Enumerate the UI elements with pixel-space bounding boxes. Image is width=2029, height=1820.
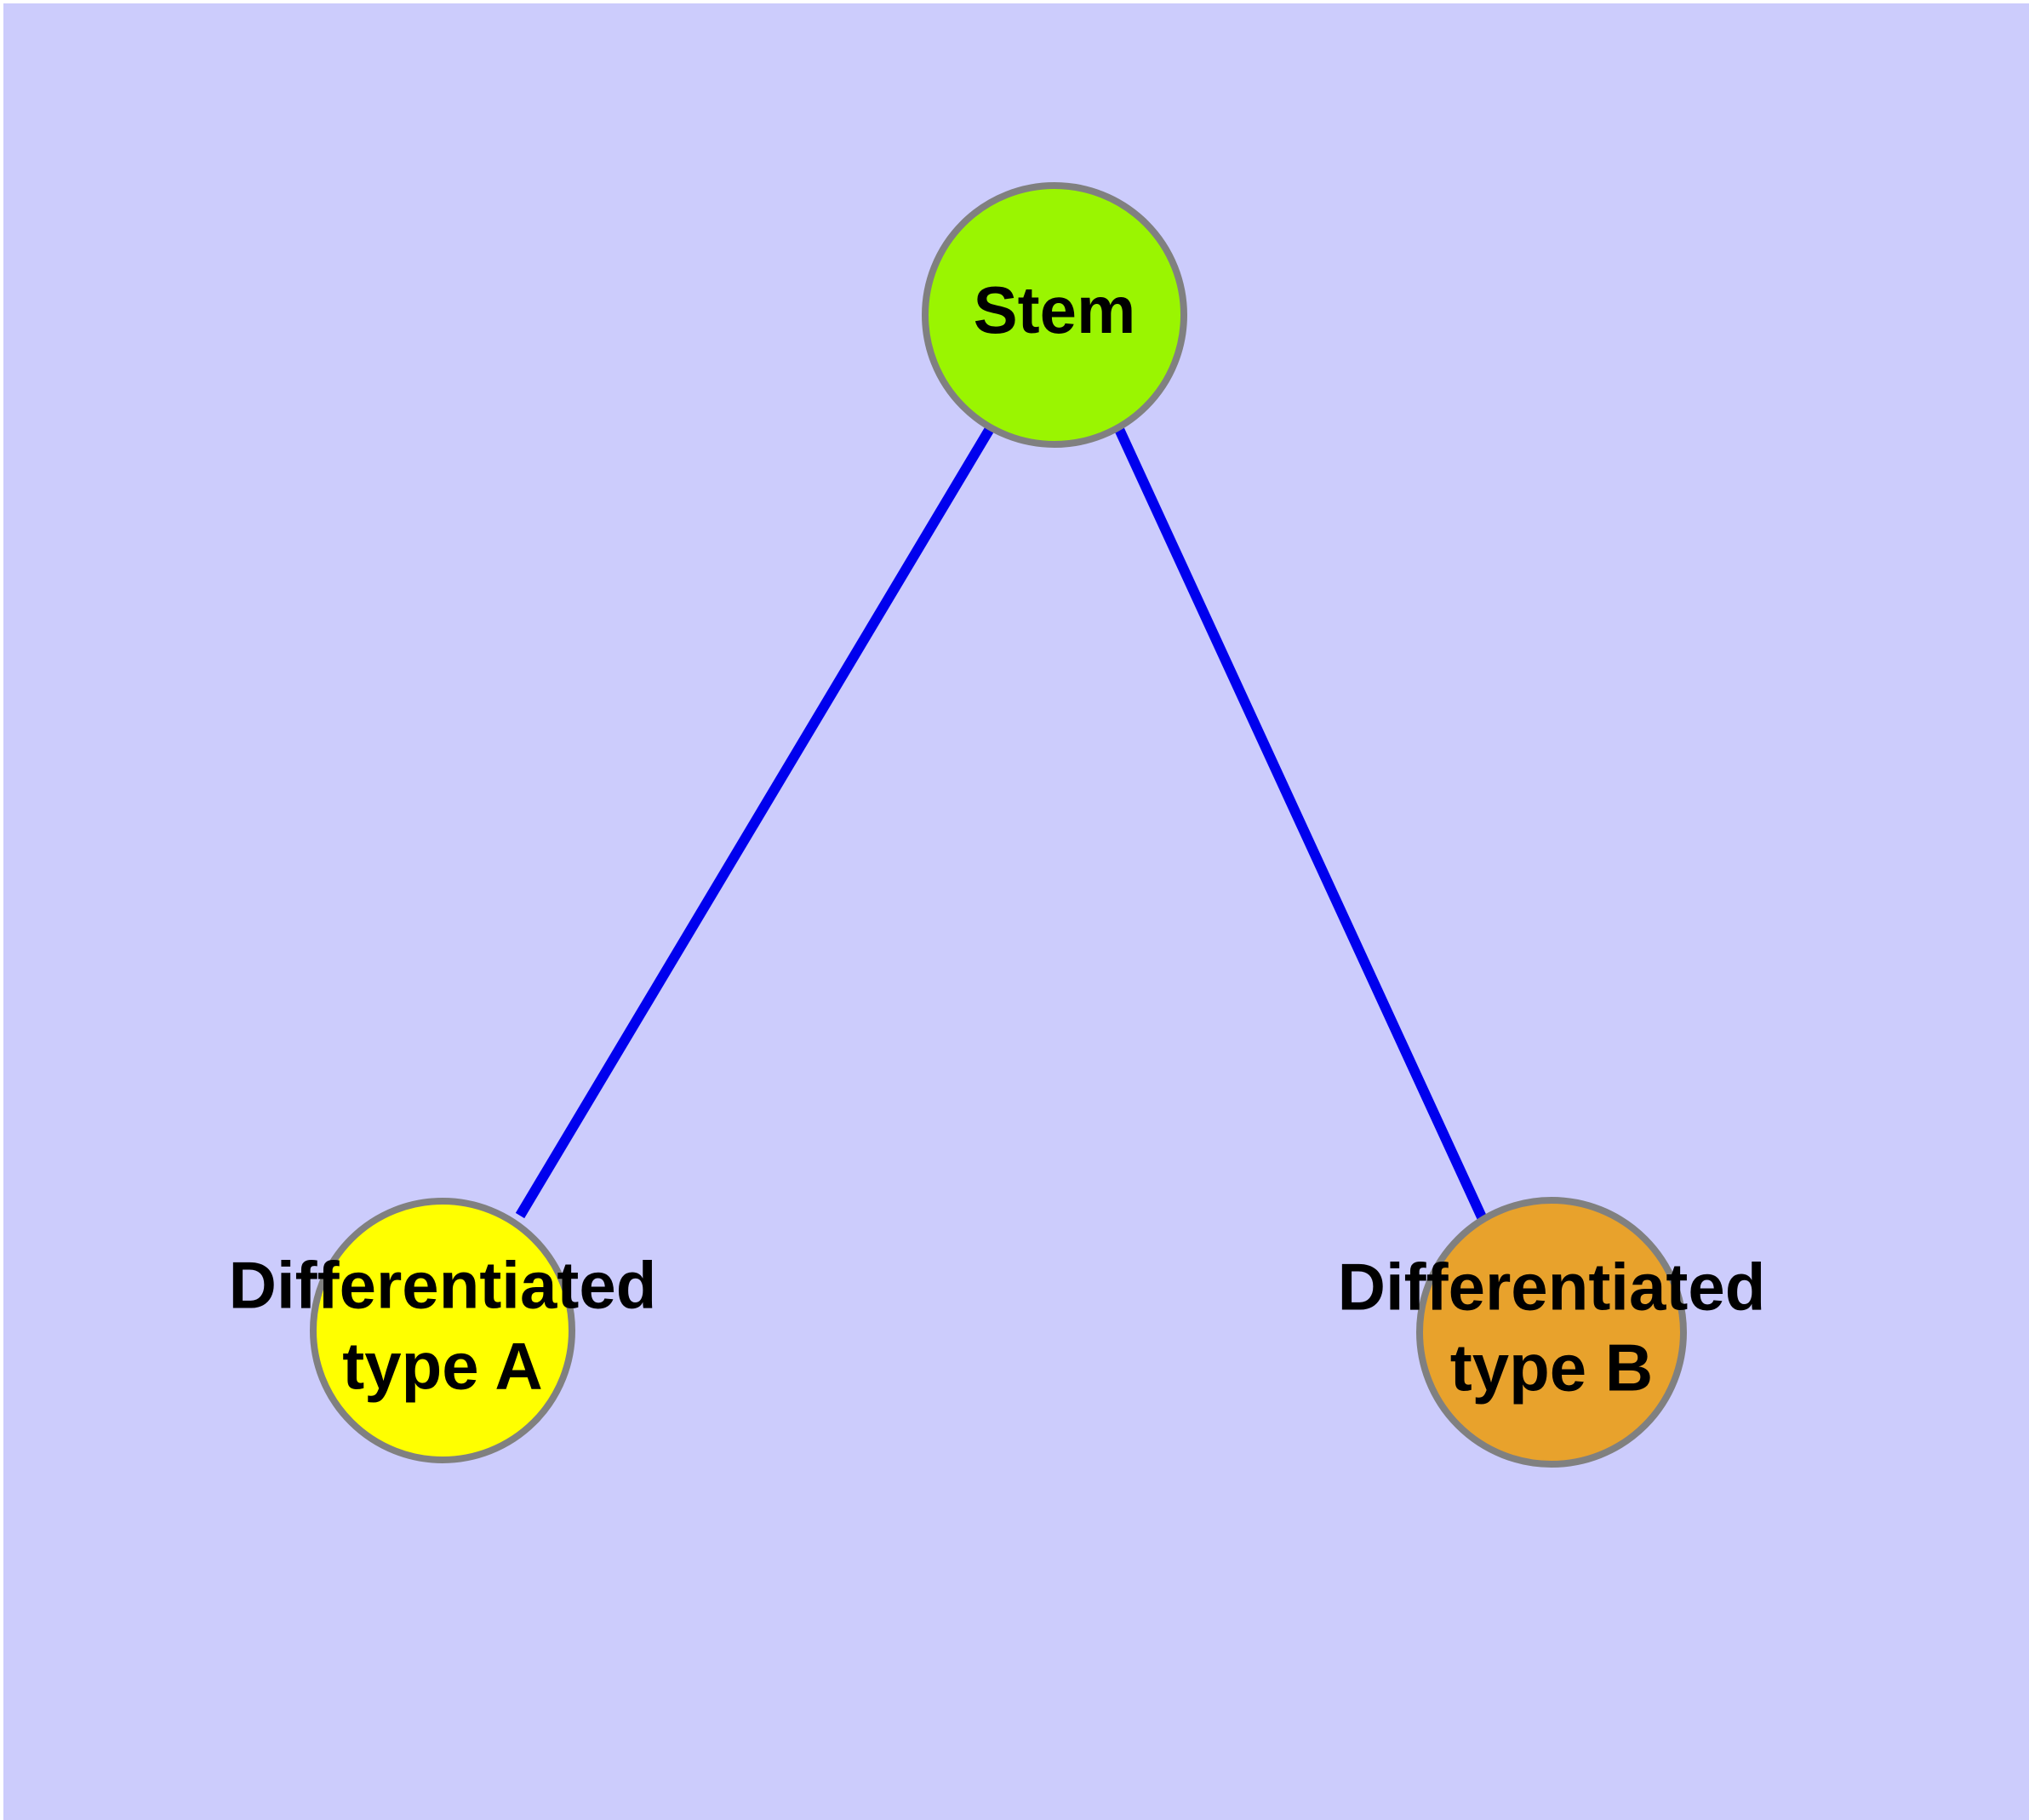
node-label-line: type B — [1450, 1330, 1653, 1405]
node-label-line: type A — [342, 1328, 543, 1403]
node-differentiated-type-b[interactable] — [1416, 1197, 1687, 1468]
edge-stem-to-differentiated-b[interactable] — [1113, 425, 1488, 1222]
edges-group — [515, 424, 1488, 1222]
node-label-line: Stem — [974, 272, 1136, 347]
node-label-line: Differentiated — [1338, 1249, 1766, 1324]
node-label-stem: Stem — [974, 272, 1136, 347]
node-label-line: Differentiated — [229, 1247, 657, 1322]
node-stem[interactable] — [922, 182, 1187, 448]
edge-stem-to-differentiated-a[interactable] — [515, 424, 996, 1219]
node-differentiated-type-a[interactable] — [310, 1198, 575, 1463]
nodes-group — [310, 182, 1687, 1468]
